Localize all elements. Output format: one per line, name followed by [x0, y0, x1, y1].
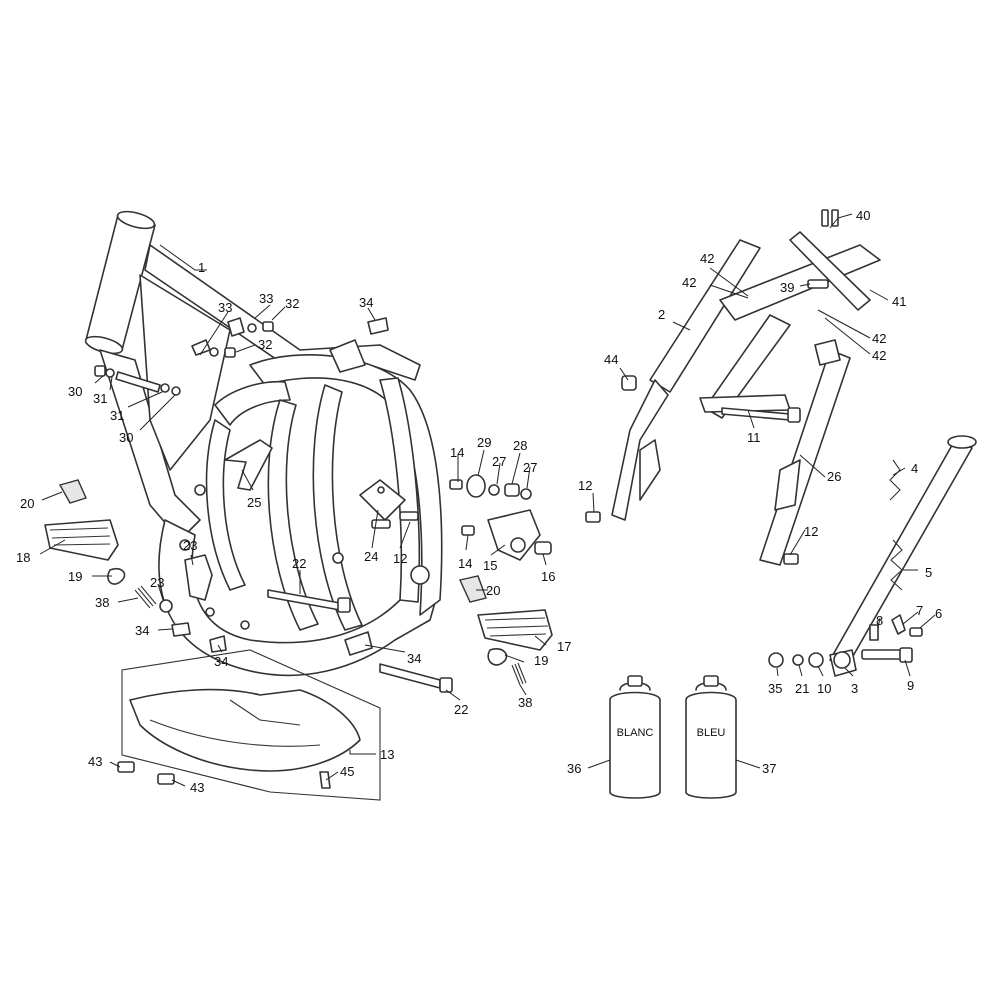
- callout-24: 24: [364, 549, 378, 564]
- paint-can-white: BLANC: [609, 675, 661, 799]
- callout-12-subframe-right: 12: [804, 524, 818, 539]
- callout-30-upper: 30: [68, 384, 82, 399]
- callout-5: 5: [925, 565, 932, 580]
- callout-38-right: 38: [518, 695, 532, 710]
- callout-36: 36: [567, 761, 581, 776]
- callout-13: 13: [380, 747, 394, 762]
- callout-1: 1: [198, 260, 205, 275]
- side-stand-assembly: [768, 435, 977, 677]
- callout-19-left: 19: [68, 569, 82, 584]
- callout-12-frame: 12: [393, 551, 407, 566]
- callout-42-upper: 42: [700, 251, 714, 266]
- callout-labels: 1 2 3 4 5 6 7 8 9 10 11 12 12 12 13 14 1…: [16, 208, 942, 795]
- callout-42-right-lower: 42: [872, 348, 886, 363]
- leader-lines: [39, 213, 936, 787]
- callout-33-left: 33: [218, 300, 232, 315]
- callout-19-right: 19: [534, 653, 548, 668]
- callout-22-lower: 22: [454, 702, 468, 717]
- callout-33-right: 33: [259, 291, 273, 306]
- callout-43-left: 43: [88, 754, 102, 769]
- callout-38-left: 38: [95, 595, 109, 610]
- callout-2: 2: [658, 307, 665, 322]
- callout-18: 18: [16, 550, 30, 565]
- callout-45: 45: [340, 764, 354, 779]
- callout-31-lower: 31: [110, 408, 124, 423]
- callout-30-lower: 30: [119, 430, 133, 445]
- callout-10: 10: [817, 681, 831, 696]
- callout-15: 15: [483, 558, 497, 573]
- callout-21: 21: [795, 681, 809, 696]
- callout-17: 17: [557, 639, 571, 654]
- callout-42-middle: 42: [682, 275, 696, 290]
- callout-37: 37: [762, 761, 776, 776]
- subframe-assembly: [585, 209, 881, 566]
- callout-23-lower: 23: [150, 575, 164, 590]
- callout-41: 41: [892, 294, 906, 309]
- callout-34-bottom: 34: [214, 654, 228, 669]
- callout-4: 4: [911, 461, 918, 476]
- callout-27-left: 27: [492, 454, 506, 469]
- callout-6: 6: [935, 606, 942, 621]
- pivot-hardware: [449, 474, 552, 561]
- skid-plate-assembly: [117, 649, 381, 801]
- callout-11: 11: [747, 430, 761, 445]
- right-footpeg-assembly: [459, 575, 553, 686]
- callout-29: 29: [477, 435, 491, 450]
- callout-3: 3: [851, 681, 858, 696]
- callout-28: 28: [513, 438, 527, 453]
- paint-can-blue-label: BLEU: [697, 727, 726, 739]
- callout-7: 7: [916, 603, 923, 618]
- callout-26: 26: [827, 469, 841, 484]
- callout-43-right: 43: [190, 780, 204, 795]
- callout-25: 25: [247, 495, 261, 510]
- callout-34-right: 34: [407, 651, 421, 666]
- callout-32-lower: 32: [258, 337, 272, 352]
- callout-16: 16: [541, 569, 555, 584]
- callout-32-upper: 32: [285, 296, 299, 311]
- callout-20-right: 20: [486, 583, 500, 598]
- callout-44: 44: [604, 352, 618, 367]
- callout-14-upper: 14: [450, 445, 464, 460]
- callout-34-top: 34: [359, 295, 373, 310]
- callout-23-upper: 23: [183, 538, 197, 553]
- callout-9: 9: [907, 678, 914, 693]
- callout-31-upper: 31: [93, 391, 107, 406]
- callout-12-subframe-left: 12: [578, 478, 592, 493]
- callout-39: 39: [780, 280, 794, 295]
- paint-can-blue: BLEU: [685, 675, 737, 799]
- callout-22-upper: 22: [292, 556, 306, 571]
- callout-42-right-upper: 42: [872, 331, 886, 346]
- frame-hardware: [94, 317, 453, 693]
- callout-27-right: 27: [523, 460, 537, 475]
- callout-35: 35: [768, 681, 782, 696]
- callout-20-left: 20: [20, 496, 34, 511]
- paint-can-white-label: BLANC: [617, 727, 654, 739]
- callout-14-lower: 14: [458, 556, 472, 571]
- callout-34-left: 34: [135, 623, 149, 638]
- callout-8: 8: [876, 613, 883, 628]
- left-footpeg-assembly: [44, 479, 157, 609]
- callout-40: 40: [856, 208, 870, 223]
